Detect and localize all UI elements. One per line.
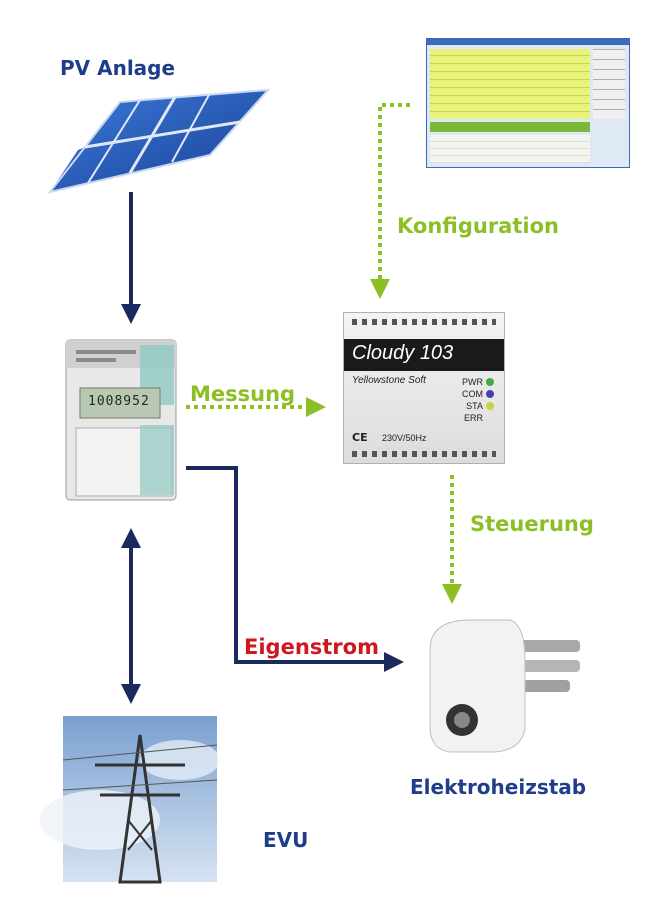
label-konfiguration: Konfiguration [397, 214, 559, 238]
led-label: ERR [463, 413, 483, 423]
led-sta: STA [466, 401, 494, 411]
label-steuerung: Steuerung [470, 512, 594, 536]
device-name: Cloudy 103 [352, 342, 454, 364]
cloudy-device: Cloudy 103 Yellowstone Soft PWR COM STA … [343, 312, 505, 464]
arrow-konfiguration [370, 103, 410, 299]
led-label: COM [462, 389, 483, 399]
config-fields [430, 135, 590, 163]
configuration-software-window [426, 38, 630, 168]
solar-panel-icon [47, 88, 271, 194]
power-tower-photo [40, 716, 220, 884]
led-indicator [486, 390, 494, 398]
electricity-meter-icon [65, 339, 177, 501]
led-indicator [486, 378, 494, 386]
top-terminals [352, 319, 496, 325]
led-label: STA [466, 401, 483, 411]
config-table [430, 49, 590, 119]
status-bar [430, 122, 590, 132]
led-com: COM [462, 389, 494, 399]
label-messung: Messung [190, 382, 296, 406]
led-indicator [486, 402, 494, 410]
meter-display: 1008952 [88, 394, 150, 409]
bottom-terminals [352, 451, 496, 457]
window-titlebar [427, 39, 629, 45]
led-err: ERR [464, 413, 483, 423]
side-buttons [593, 49, 625, 119]
ce-mark: CE [352, 431, 368, 444]
device-brand: Yellowstone Soft [352, 375, 426, 386]
label-pv-anlage: PV Anlage [60, 56, 176, 80]
label-evu: EVU [263, 828, 309, 852]
voltage-label: 230V/50Hz [382, 433, 427, 443]
arrow-eigenstrom [186, 466, 404, 672]
label-elektroheizstab: Elektroheizstab [410, 775, 587, 799]
led-pwr: PWR [462, 377, 494, 387]
device-name-band: Cloudy 103 [344, 339, 504, 371]
led-label: PWR [462, 377, 483, 387]
label-eigenstrom: Eigenstrom [244, 635, 379, 659]
heater-icon [429, 619, 580, 753]
